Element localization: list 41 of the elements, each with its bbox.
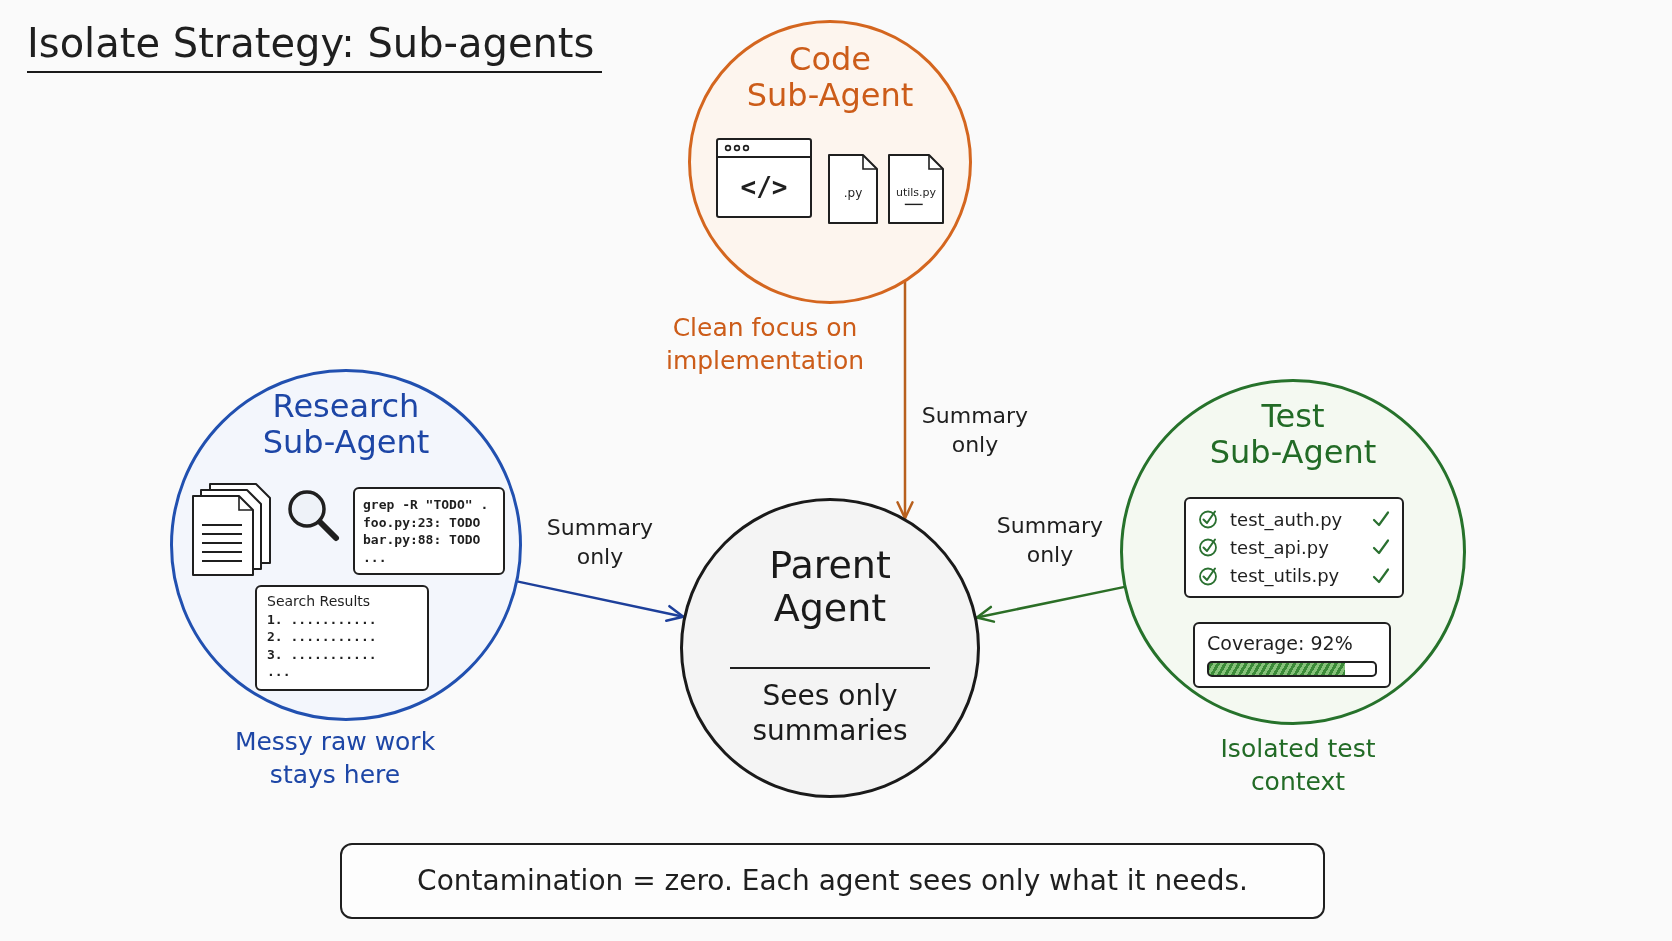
file-name: utils.py <box>895 186 937 200</box>
test-file-name: test_utils.py <box>1230 565 1340 587</box>
code-window <box>716 138 812 218</box>
page-title: Isolate Strategy: Sub-agents <box>27 20 603 73</box>
node-title: Code Sub-Agent <box>746 42 914 114</box>
arrow <box>896 281 914 520</box>
test-file-name: test_auth.py <box>1230 508 1343 530</box>
arrow <box>975 585 1125 623</box>
node-title: Parent Agent <box>768 544 892 630</box>
banner-text: Contamination = zero. Each agent sees only what it needs. <box>417 862 1248 899</box>
sub-agent-circle <box>688 20 972 304</box>
coverage-text: Coverage: 92% <box>1207 631 1353 655</box>
terminal-line: ... <box>363 548 387 566</box>
search-results-panel <box>255 585 429 691</box>
result-line: 3. ........... <box>267 645 377 663</box>
terminal-line: bar.py:88: TODO <box>363 531 481 549</box>
terminal-line: foo.py:23: TODO <box>363 513 481 531</box>
file-name: .py <box>843 185 863 201</box>
node-title: Research Sub-Agent <box>262 389 430 461</box>
node-caption: Clean focus on implementation <box>665 312 865 377</box>
summary-banner <box>340 843 1325 919</box>
parent-agent-circle <box>680 498 980 798</box>
file-page <box>888 154 944 224</box>
node-caption: Isolated test context <box>1220 733 1376 798</box>
terminal-line: grep -R "TODO" . <box>363 496 489 514</box>
result-line: 2. ........... <box>267 628 377 646</box>
panel-heading: Search Results <box>267 593 371 611</box>
result-line: 1. ........... <box>267 610 377 628</box>
test-file-name: test_api.py <box>1230 537 1329 558</box>
file-page <box>828 154 878 224</box>
sub-agent-circle <box>1120 379 1466 725</box>
sub-agent-circle <box>170 369 522 721</box>
node-subtitle: Sees only summaries <box>751 678 909 748</box>
terminal-panel <box>353 487 505 575</box>
code-symbol: </> <box>740 172 788 202</box>
test-list-panel <box>1184 497 1404 598</box>
node-title: Test Sub-Agent <box>1209 399 1377 471</box>
node-caption: Messy raw work stays here <box>234 726 436 791</box>
coverage-panel <box>1193 622 1391 688</box>
arrow <box>516 580 685 623</box>
result-line: ... <box>267 663 291 681</box>
